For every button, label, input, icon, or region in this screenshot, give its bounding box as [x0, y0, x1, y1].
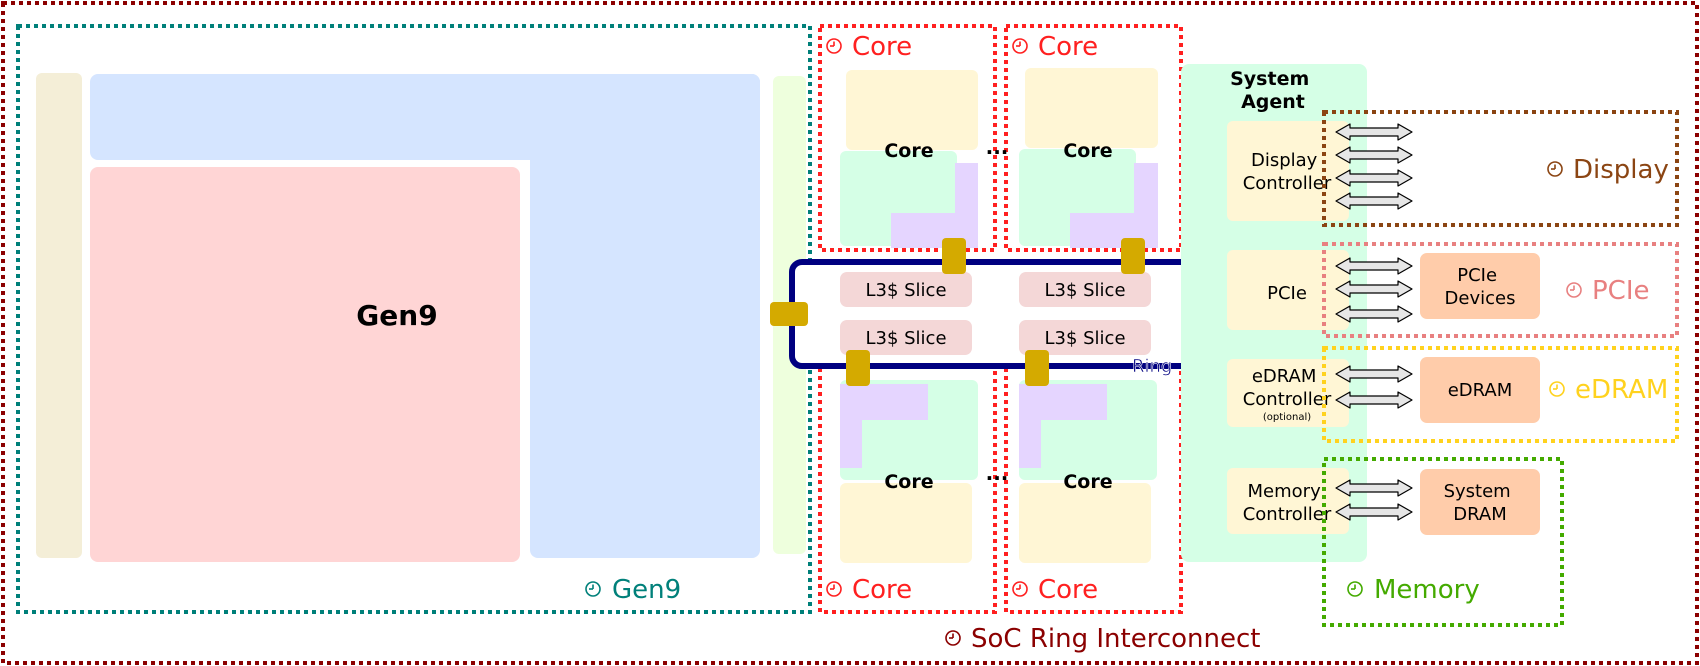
pcie-domain-border — [1322, 242, 1679, 338]
bidirectional-arrow-icon — [1335, 391, 1413, 409]
pcie-domain-label: PCIe — [1566, 276, 1650, 306]
ring-stop — [846, 350, 870, 386]
bidirectional-arrow-icon — [1335, 192, 1413, 210]
memory-domain-label: Memory — [1347, 575, 1480, 605]
clock-icon — [826, 581, 842, 597]
bidirectional-arrow-icon — [1335, 257, 1413, 275]
svg-text:System DRAM: System DRAM — [1444, 481, 1517, 525]
core-domain-label-bottom-right: Core — [1012, 575, 1098, 605]
svg-text:Display: Display — [1573, 155, 1669, 185]
svg-text:Memory: Memory — [1374, 575, 1480, 605]
bidirectional-arrow-icon — [1335, 479, 1413, 497]
l3-slice: L3$ Slice — [1019, 320, 1151, 355]
edram-chip: eDRAM — [1420, 357, 1540, 423]
system-dram: System DRAM — [1420, 469, 1540, 535]
edram-domain-border — [1322, 346, 1679, 443]
pcie-devices: PCIe Devices — [1420, 253, 1540, 319]
svg-text:L3$ Slice: L3$ Slice — [1044, 280, 1125, 301]
svg-text:Core: Core — [884, 140, 933, 162]
clock-icon — [1347, 581, 1363, 597]
core-block-top-left: Core — [840, 70, 978, 248]
ring-stop — [942, 238, 966, 274]
l3-slice: L3$ Slice — [840, 272, 972, 307]
clock-icon — [945, 630, 961, 646]
display-controller: Display Controller — [1227, 121, 1349, 221]
svg-text:PCIe Devices: PCIe Devices — [1445, 265, 1516, 309]
clock-icon — [1566, 282, 1582, 298]
clock-icon — [1012, 581, 1028, 597]
ring-stop — [1121, 238, 1145, 274]
bidirectional-arrow-icon — [1335, 169, 1413, 187]
gen9-pink-block — [90, 167, 520, 562]
gen9-domain-border — [16, 24, 812, 614]
svg-text:SoC Ring Interconnect: SoC Ring Interconnect — [971, 624, 1260, 654]
core-domain-label-bottom-left: Core — [826, 575, 912, 605]
svg-text:Core: Core — [1038, 575, 1098, 605]
l3-slice: L3$ Slice — [1019, 272, 1151, 307]
core-ellipsis-top: ... — [986, 135, 1009, 159]
svg-text:Gen9: Gen9 — [612, 575, 681, 605]
svg-text:Core: Core — [852, 575, 912, 605]
svg-text:Display Controller: Display Controller — [1243, 150, 1332, 194]
core-block-bottom-right: Core — [1019, 380, 1157, 563]
clock-icon — [1549, 381, 1565, 397]
svg-text:Memory Controller: Memory Controller — [1243, 481, 1332, 525]
gen9-blue-right — [530, 74, 760, 558]
memory-controller: Memory Controller — [1227, 468, 1349, 534]
ring-label: Ring — [1132, 356, 1172, 377]
gen9-domain-label: Gen9 — [585, 575, 681, 605]
bidirectional-arrow-icon — [1335, 503, 1413, 521]
svg-text:L3$ Slice: L3$ Slice — [865, 280, 946, 301]
svg-text:Core: Core — [1063, 471, 1112, 493]
soc-domain-label: SoC Ring Interconnect — [945, 624, 1260, 654]
pcie-controller: PCIe — [1227, 250, 1349, 330]
svg-text:L3$ Slice: L3$ Slice — [1044, 328, 1125, 349]
ring-stop — [1025, 350, 1049, 386]
svg-text:eDRAM: eDRAM — [1575, 375, 1668, 405]
svg-text:(optional): (optional) — [1263, 412, 1311, 423]
svg-text:L3$ Slice: L3$ Slice — [865, 328, 946, 349]
ring-stop — [770, 302, 808, 326]
bidirectional-arrow-icon — [1335, 123, 1413, 141]
core-domain-label-top-right: Core — [1012, 32, 1098, 62]
core-block-bottom-left: Core — [840, 380, 978, 563]
core-block-top-right: Core — [1019, 68, 1158, 248]
display-domain-label: Display — [1547, 155, 1669, 185]
svg-text:PCIe: PCIe — [1267, 283, 1307, 304]
svg-text:eDRAM: eDRAM — [1448, 380, 1513, 401]
svg-text:Core: Core — [1063, 140, 1112, 162]
memory-domain-border — [1322, 457, 1564, 627]
core-domain-label-top-left: Core — [826, 32, 912, 62]
l3-slice: L3$ Slice — [840, 320, 972, 355]
edram-controller: eDRAM Controller (optional) — [1227, 359, 1349, 427]
gen9-label: Gen9 — [356, 299, 437, 332]
display-domain-border — [1322, 110, 1679, 227]
svg-text:eDRAM Controller: eDRAM Controller — [1243, 366, 1332, 410]
svg-text:Core: Core — [1038, 32, 1098, 62]
core-ellipsis-bottom: ... — [986, 461, 1009, 485]
bidirectional-arrow-icon — [1335, 305, 1413, 323]
gen9-cream-strip — [36, 73, 82, 558]
bidirectional-arrow-icon — [1335, 280, 1413, 298]
clock-icon — [1547, 161, 1563, 177]
pcie-arrows — [1335, 257, 1413, 323]
bidirectional-arrow-icon — [1335, 146, 1413, 164]
system-agent-title: System Agent — [1230, 68, 1316, 113]
clock-icon — [826, 38, 842, 54]
clock-icon — [585, 581, 601, 597]
clock-icon — [1012, 38, 1028, 54]
bidirectional-arrow-icon — [1335, 365, 1413, 383]
edram-domain-label: eDRAM — [1549, 375, 1668, 405]
svg-text:Core: Core — [852, 32, 912, 62]
svg-text:Core: Core — [884, 471, 933, 493]
core-domain-border-bottom-left — [818, 360, 997, 614]
svg-text:PCIe: PCIe — [1592, 276, 1650, 306]
